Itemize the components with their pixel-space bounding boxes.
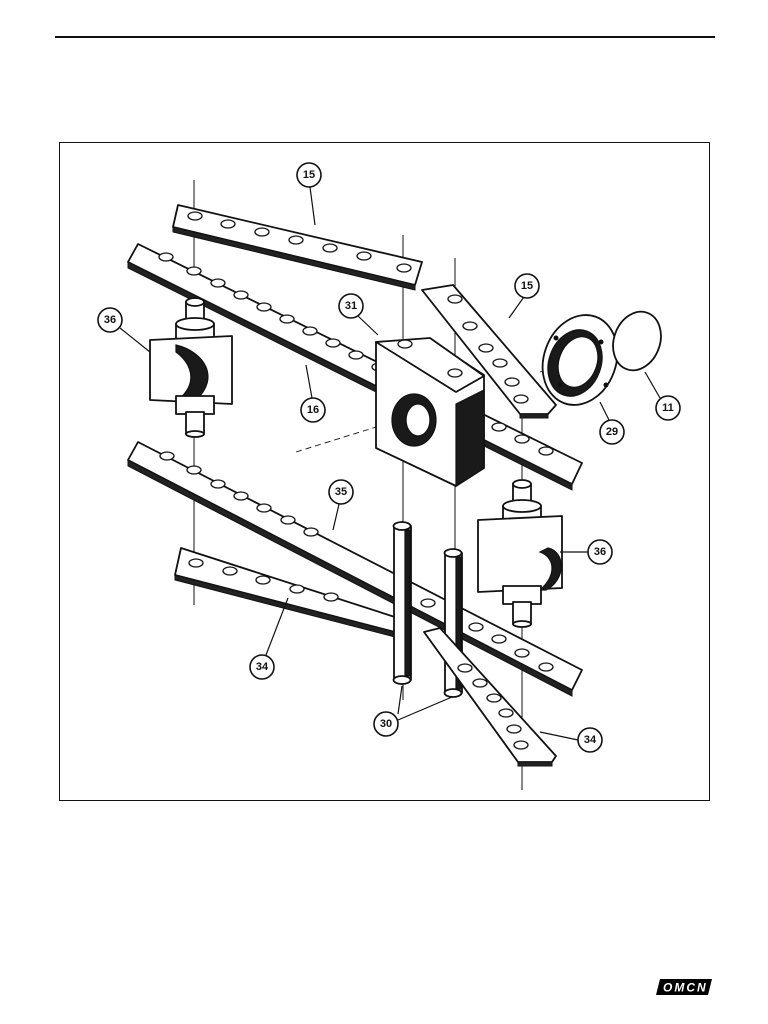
callout-label: 34 <box>584 734 597 746</box>
leader-35 <box>332 499 341 531</box>
plate-15-upper <box>172 204 423 291</box>
bearing-block-36-right <box>477 479 563 628</box>
leader-34-left <box>265 597 289 656</box>
callout-label: 36 <box>594 546 606 558</box>
callout-34-right: 34 <box>577 727 603 753</box>
callout-label: 15 <box>303 169 315 181</box>
callout-16: 16 <box>300 397 326 423</box>
plate-15-right <box>421 284 557 419</box>
pins-30 <box>392 521 463 698</box>
callout-15-upper: 15 <box>296 162 322 188</box>
callout-35: 35 <box>328 479 354 505</box>
leader-15-upper <box>309 186 316 226</box>
omcn-logo: OMCN <box>656 979 712 995</box>
callout-label: 35 <box>335 486 347 498</box>
leader-36-left <box>119 327 151 353</box>
callout-31: 31 <box>338 293 364 319</box>
callout-label: 11 <box>662 402 674 414</box>
gasket-11 <box>612 310 662 372</box>
logo-text: OMCN <box>663 981 708 995</box>
callout-15-right: 15 <box>514 273 540 299</box>
callout-label: 36 <box>104 314 116 326</box>
logo-badge <box>656 979 712 995</box>
leader-30a <box>397 685 403 715</box>
callout-11: 11 <box>655 395 681 421</box>
callout-34-left: 34 <box>249 654 275 680</box>
leader-34-right <box>539 731 579 741</box>
callout-29: 29 <box>599 419 625 445</box>
figure-frame <box>59 142 710 801</box>
leader-31 <box>357 315 379 336</box>
callout-30: 30 <box>373 711 399 737</box>
plate-34-right <box>423 627 557 767</box>
callout-label: 16 <box>307 404 319 416</box>
leader-16 <box>305 364 313 399</box>
callout-label: 30 <box>380 718 392 730</box>
callout-36-left: 36 <box>97 307 123 333</box>
callout-label: 15 <box>521 280 533 292</box>
callout-label: 31 <box>345 300 357 312</box>
center-block-31 <box>375 337 485 488</box>
flange-29 <box>541 314 619 406</box>
bearing-block-36-left <box>149 297 233 438</box>
callout-36-right: 36 <box>587 539 613 565</box>
callout-label: 34 <box>256 661 269 673</box>
leader-11 <box>644 371 661 399</box>
callout-label: 29 <box>606 426 618 438</box>
header-rule <box>55 36 715 38</box>
leader-30b <box>397 696 453 721</box>
